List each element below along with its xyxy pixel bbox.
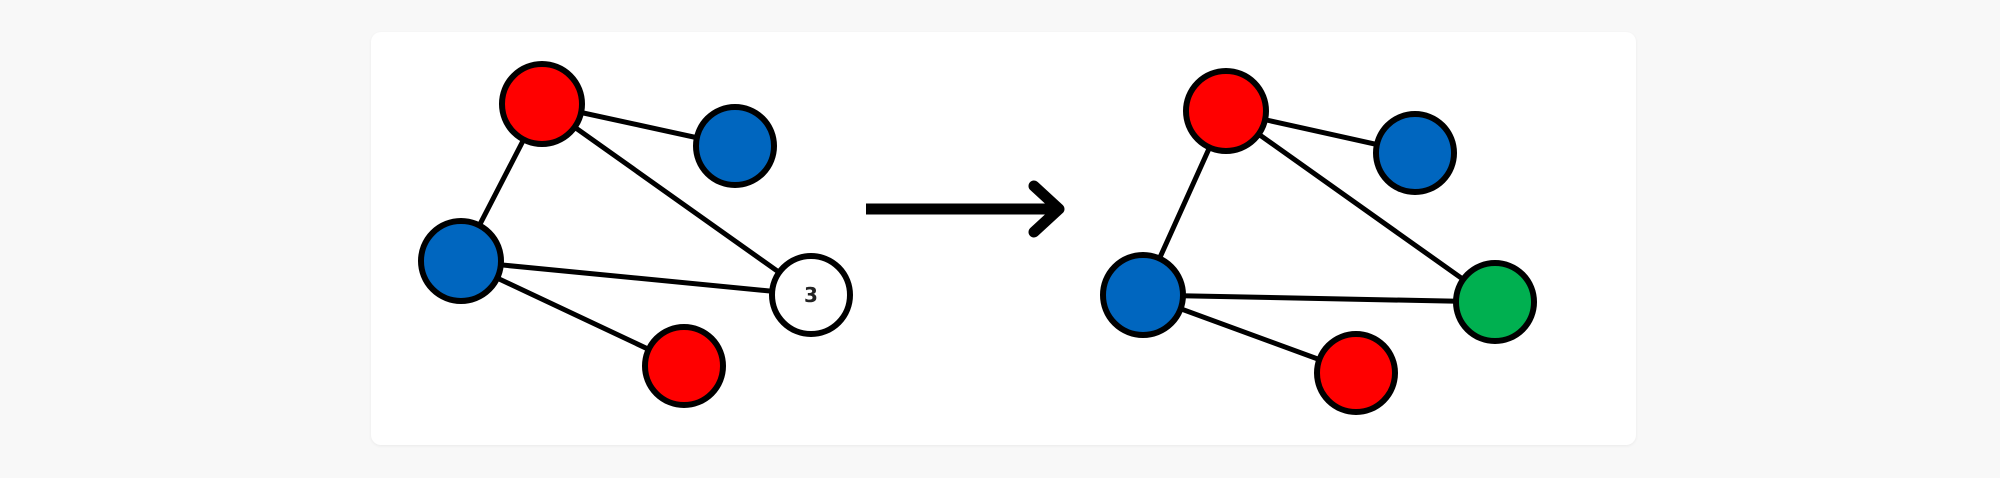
graph-coloring-diagram: 3 [418,61,1537,415]
before-node-d-uncolored [769,253,853,337]
graph-before: 3 [418,61,853,408]
graph-after [1100,68,1537,415]
before-edge-c-d [458,258,814,298]
after-node-e-red [1314,331,1398,415]
before-node-b-blue [693,104,777,188]
after-edge-a-d [1223,108,1498,305]
before-node-d-label: 3 [804,283,818,307]
before-node-e-red [642,324,726,408]
after-node-c-blue [1100,252,1186,338]
before-node-a-red [499,61,585,147]
arrow-head [1028,180,1065,238]
after-node-b-blue [1373,111,1457,195]
after-node-d-green [1453,260,1537,344]
before-node-c-blue [418,218,504,304]
after-node-a-red [1183,68,1269,154]
before-edge-a-d [539,101,814,298]
arrow-right-icon [866,180,1065,238]
diagram-card: 3 [371,32,1636,445]
after-edge-c-d [1140,292,1498,305]
